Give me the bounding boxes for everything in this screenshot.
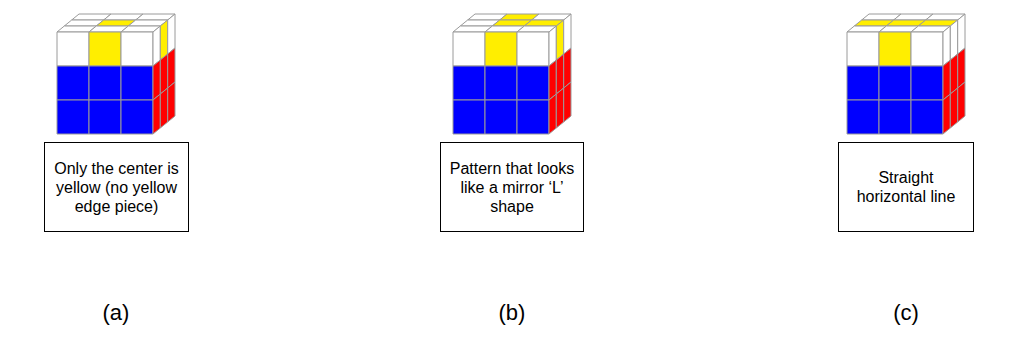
cube-sticker <box>57 100 89 134</box>
cube-sticker <box>517 32 549 66</box>
cube-sticker <box>121 66 153 100</box>
cube-sticker <box>911 100 943 134</box>
subfigure-label: (c) <box>866 300 946 326</box>
cube-sticker <box>564 82 571 122</box>
caption-text: Pattern that looks like a mirror ‘L’ sha… <box>449 159 575 216</box>
cube-sticker <box>950 88 957 128</box>
cube-sticker <box>453 32 485 66</box>
caption-box: Straight horizontal line <box>838 142 974 232</box>
cube-sticker <box>168 48 175 88</box>
cube-sticker <box>911 66 943 100</box>
cube-sticker <box>847 32 879 66</box>
cube-sticker <box>89 66 121 100</box>
cube-sticker <box>958 82 965 122</box>
cube-sticker <box>121 32 153 66</box>
cube-sticker <box>950 20 957 60</box>
caption-box: Only the center is yellow (no yellow edg… <box>44 142 189 232</box>
cube-sticker <box>943 60 950 100</box>
cube-sticker <box>556 88 563 128</box>
subfigure-label: (a) <box>76 300 156 326</box>
cube-sticker <box>485 66 517 100</box>
cube-sticker <box>89 32 121 66</box>
cube-sticker <box>517 66 549 100</box>
caption-text: Only the center is yellow (no yellow edg… <box>53 159 180 216</box>
caption-box: Pattern that looks like a mirror ‘L’ sha… <box>440 142 584 232</box>
cube-sticker <box>549 94 556 134</box>
cube-sticker <box>564 14 571 54</box>
cube-sticker <box>168 82 175 122</box>
cube-sticker <box>958 48 965 88</box>
cube-sticker <box>943 94 950 134</box>
cube-sticker <box>121 100 153 134</box>
subfigure-label: (b) <box>472 300 552 326</box>
cube-sticker <box>453 100 485 134</box>
cube-sticker <box>847 66 879 100</box>
cube-sticker <box>958 14 965 54</box>
cube-sticker <box>57 66 89 100</box>
cube-sticker <box>549 26 556 66</box>
cube-sticker <box>950 54 957 94</box>
cube-sticker <box>943 26 950 66</box>
cube-sticker <box>847 100 879 134</box>
caption-text: Straight horizontal line <box>847 168 965 206</box>
cube-sticker <box>453 66 485 100</box>
cube-sticker <box>879 32 911 66</box>
cube-sticker <box>57 32 89 66</box>
cube-sticker <box>153 60 160 100</box>
cube-sticker <box>485 32 517 66</box>
cube-sticker <box>549 60 556 100</box>
cube-sticker <box>911 32 943 66</box>
cube-sticker <box>556 20 563 60</box>
cube-sticker <box>517 100 549 134</box>
cube-sticker <box>564 48 571 88</box>
cube-sticker <box>168 14 175 54</box>
cube-sticker <box>879 100 911 134</box>
cube-sticker <box>556 54 563 94</box>
cube-sticker <box>160 20 167 60</box>
cube-sticker <box>153 26 160 66</box>
cube-sticker <box>89 100 121 134</box>
cube-sticker <box>160 54 167 94</box>
cube-sticker <box>160 88 167 128</box>
cube-sticker <box>879 66 911 100</box>
cube-sticker <box>153 94 160 134</box>
cube-sticker <box>485 100 517 134</box>
